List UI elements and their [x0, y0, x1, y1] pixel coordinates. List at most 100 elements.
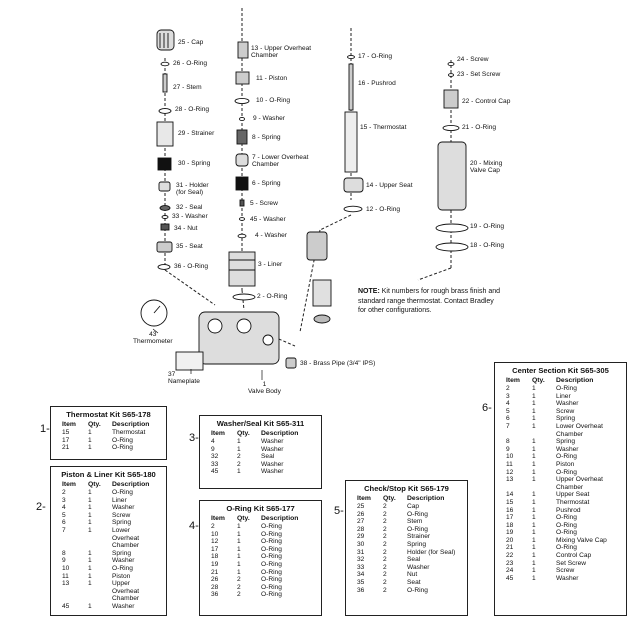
part-label-38-brass-pipe: 38 - Brass Pipe (3/4" IPS) — [300, 360, 376, 367]
cell-desc: O-Ring — [556, 385, 577, 392]
cell-desc: Holder (for Seal) — [407, 548, 456, 556]
cell-desc: Washer — [261, 468, 284, 476]
cell-item: 19 — [211, 560, 219, 568]
cell-qty: 1 — [88, 496, 92, 504]
cell-item: 7 — [62, 526, 66, 534]
part-label-34: 34 - Nut — [174, 225, 198, 232]
cell-qty: 2 — [383, 518, 387, 526]
cell-qty: 2 — [383, 503, 387, 510]
cell-item: 12 — [506, 468, 514, 476]
cell-qty: 1 — [532, 552, 536, 560]
cell-qty: 1 — [237, 438, 241, 445]
cell-item: 9 — [211, 445, 215, 453]
cell-item: 21 — [211, 568, 219, 576]
cell-desc: Control Cap — [556, 552, 592, 560]
cell-item: 27 — [357, 518, 365, 526]
cell-qty: 1 — [532, 476, 536, 484]
kit-marker-1: 1- — [40, 423, 50, 435]
cell-qty: 1 — [532, 529, 536, 537]
cell-desc: Washer — [556, 400, 579, 408]
cell-item: 7 — [506, 422, 510, 430]
cell-item: 17 — [211, 545, 219, 553]
cell-desc: O-Ring — [407, 525, 428, 533]
cell-qty: 1 — [532, 415, 536, 423]
cell-item: 13 — [506, 476, 514, 484]
kit-title: Check/Stop Kit S65-179 — [364, 484, 449, 493]
cell-desc: Screw — [556, 567, 575, 575]
cell-qty: 2 — [237, 591, 241, 599]
header-desc: Description — [261, 430, 299, 437]
kit-title: Washer/Seal Kit S65-311 — [216, 419, 305, 428]
cell-item: 22 — [506, 552, 514, 560]
cell-item: 9 — [62, 557, 66, 565]
cell-desc: O-Ring — [261, 553, 282, 561]
cell-qty: 1 — [237, 468, 241, 476]
cell-desc: O-Ring — [261, 523, 282, 530]
cell-item: 4 — [62, 504, 66, 512]
cell-qty: 1 — [237, 445, 241, 453]
part-label-9: 9 - Washer — [253, 115, 285, 122]
cell-desc: Washer — [112, 504, 135, 512]
part-label-7: 7 - Lower Overheat Chamber — [252, 154, 309, 168]
cell-item: 4 — [211, 438, 215, 445]
cell-qty: 1 — [532, 514, 536, 522]
cell-qty: 2 — [383, 578, 387, 586]
cell-item: 23 — [506, 559, 514, 567]
cell-qty: 1 — [532, 438, 536, 446]
cell-qty: 1 — [88, 602, 92, 610]
header-qty: Qty. — [88, 481, 101, 488]
cell-item: 15 — [62, 429, 70, 436]
cell-item: 17 — [506, 514, 514, 522]
header-item: Item — [211, 430, 225, 437]
cell-desc: Set Screw — [556, 559, 587, 567]
cell-qty: 1 — [88, 557, 92, 565]
cell-item: 6 — [62, 519, 66, 527]
cell-desc: O-Ring — [556, 468, 577, 476]
cell-desc: Spring — [112, 519, 132, 527]
cell-qty: 1 — [532, 559, 536, 567]
cell-desc: O-Ring — [112, 444, 133, 452]
cell-qty: 1 — [237, 553, 241, 561]
cell-item: 9 — [506, 445, 510, 453]
cell-desc: Seat — [407, 578, 421, 586]
cell-qty: 1 — [88, 511, 92, 519]
cell-item: 45 — [506, 574, 514, 582]
cell-desc: Seal — [407, 556, 421, 564]
cell-qty: 1 — [532, 392, 536, 400]
cell-desc: Cap — [407, 503, 420, 510]
cell-desc: O-Ring — [261, 576, 282, 584]
header-desc: Description — [112, 481, 150, 488]
cell-desc: Upper Overheat Chamber — [556, 476, 603, 491]
cell-desc: O-Ring — [556, 544, 577, 552]
part-label-18: 18 - O-Ring — [470, 242, 505, 249]
cell-desc: O-Ring — [261, 530, 282, 538]
cell-desc: Strainer — [407, 533, 431, 541]
part-label-24: 24 - Screw — [457, 56, 489, 63]
cell-desc: O-Ring — [261, 568, 282, 576]
part-label-23: 23 - Set Screw — [457, 71, 501, 78]
cell-desc: Liner — [112, 496, 127, 504]
